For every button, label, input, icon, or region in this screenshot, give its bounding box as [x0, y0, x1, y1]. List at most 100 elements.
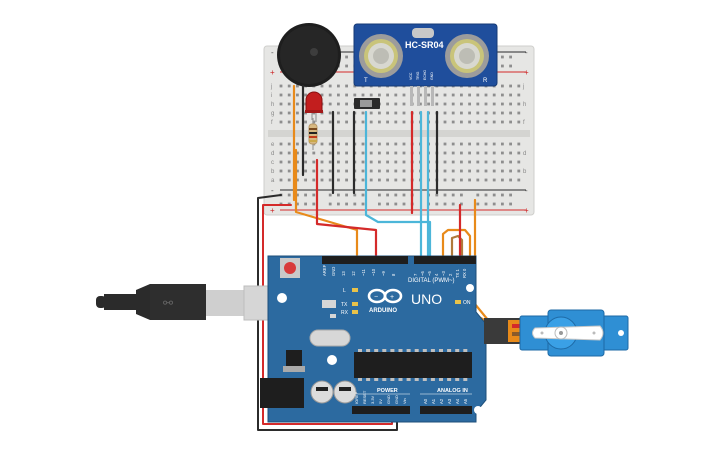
breadboard-hole	[394, 202, 398, 206]
breadboard-hole	[460, 111, 463, 115]
breadboard-hole	[279, 102, 283, 106]
micro-servo[interactable]	[484, 309, 629, 357]
breadboard-hole	[386, 202, 389, 206]
wire-servo-orange-2	[473, 198, 492, 325]
breadboard-hole	[394, 102, 398, 106]
pin-label-rx0: RX 0	[462, 268, 467, 278]
wire-red-pin11	[315, 158, 378, 260]
breadboard-hole	[345, 64, 348, 68]
breadboard-hole	[345, 93, 348, 97]
row-letter-g: g	[271, 111, 274, 117]
breadboard-hole	[394, 151, 398, 155]
wire-led-orange	[294, 148, 359, 260]
breadboard-hole	[304, 120, 307, 124]
chip-pin	[382, 349, 387, 352]
chip-pin	[382, 378, 387, 381]
sensor-pin-gnd: GND	[430, 72, 434, 80]
breadboard-hole	[435, 193, 439, 197]
chip-pin	[366, 349, 371, 352]
breadboard-hole	[460, 160, 463, 164]
led-on-label: ON	[463, 300, 471, 306]
arduino-infinity-logo	[367, 288, 403, 304]
arduino-uno[interactable]: L TX RX ON − + ARDUINO UNO DIGITAL (PWM~…	[260, 255, 487, 423]
breadboard-hole	[484, 169, 488, 173]
rail-minus-top-left: -	[271, 48, 274, 57]
breadboard-hole	[296, 111, 299, 115]
breadboard-hole	[304, 160, 307, 164]
breadboard-hole	[378, 151, 381, 155]
breadboard-hole	[443, 142, 447, 146]
chip-pin	[455, 349, 460, 352]
smd-chip	[322, 300, 336, 308]
breadboard-hole	[378, 93, 381, 97]
ultrasonic-sensor[interactable]: HC-SR04 T R VCC TRIG ECHO GND	[353, 23, 498, 106]
analog-pin-labels: A0 A1 A2 A3 A4 A5	[423, 398, 468, 404]
breadboard-hole	[443, 93, 447, 97]
breadboard-hole	[492, 193, 496, 197]
reset-button[interactable]	[284, 262, 296, 274]
breadboard-hole	[328, 160, 332, 164]
breadboard-hole	[337, 169, 340, 173]
breadboard-hole	[509, 151, 512, 155]
breadboard-hole	[361, 151, 365, 155]
breadboard-hole	[460, 169, 463, 173]
breadboard-hole	[320, 120, 324, 124]
breadboard-hole	[386, 111, 389, 115]
usb-plug-body	[150, 284, 206, 320]
breadboard-hole	[501, 160, 504, 164]
breadboard-hole	[337, 151, 340, 155]
breadboard-hole	[492, 202, 496, 206]
chip-pin	[374, 349, 379, 352]
breadboard-hole	[337, 84, 340, 88]
top-pin-labels: AREF GND 13 12 ~11 ~10 ~9 8 7 ~6 ~5 4 ~3…	[322, 264, 467, 278]
breadboard-hole	[328, 169, 332, 173]
piezo-buzzer[interactable]	[277, 23, 341, 87]
row-letter-a: a	[271, 178, 275, 184]
resistor[interactable]	[308, 118, 318, 150]
chip-pin	[406, 349, 411, 352]
breadboard-hole	[279, 169, 283, 173]
rail-minus-bottom-right: -	[525, 186, 528, 195]
pushbutton-component[interactable]	[354, 98, 380, 109]
chip-pin	[439, 349, 443, 352]
breadboard-hole	[443, 160, 447, 164]
pin-label-a4: A4	[455, 398, 460, 404]
breadboard-hole	[361, 202, 365, 206]
row-letter-i: i	[271, 93, 272, 99]
breadboard-hole	[328, 202, 332, 206]
breadboard-hole	[369, 169, 373, 173]
servo-horn[interactable]	[532, 325, 604, 341]
breadboard-hole	[328, 178, 332, 182]
breadboard-hole	[509, 64, 512, 68]
breadboard-hole	[378, 142, 381, 146]
breadboard-hole	[402, 142, 406, 146]
sensor-model-label: HC-SR04	[405, 40, 444, 50]
breadboard-hole	[312, 193, 316, 197]
breadboard-hole	[287, 160, 291, 164]
breadboard-hole	[509, 178, 512, 182]
pin-label-a3: A3	[447, 398, 452, 404]
red-led[interactable]	[305, 91, 323, 122]
breadboard-hole	[337, 120, 340, 124]
led-l-label: L	[343, 288, 346, 294]
row-letter-f: f	[271, 120, 273, 126]
breadboard-hole	[296, 202, 299, 206]
sensor-leg-echo	[424, 86, 427, 106]
breadboard-hole	[312, 178, 316, 182]
pin-label-reset: RESET	[362, 390, 367, 404]
row-letter-b-right: b	[523, 169, 527, 175]
breadboard-hole	[492, 111, 496, 115]
breadboard-hole	[345, 193, 348, 197]
pin-label-tx1: TX 1	[455, 268, 460, 278]
pin-label-gnd-1: GND	[386, 395, 391, 404]
breadboard-hole	[328, 84, 332, 88]
breadboard-hole	[468, 142, 471, 146]
breadboard-hole	[304, 93, 307, 97]
breadboard-hole	[427, 93, 430, 97]
chip-pin	[374, 378, 379, 381]
pin-label-6: ~6	[420, 271, 425, 276]
breadboard-hole	[345, 102, 348, 106]
breadboard-hole	[394, 120, 398, 124]
breadboard-hole	[501, 120, 504, 124]
breadboard-hole	[296, 84, 299, 88]
